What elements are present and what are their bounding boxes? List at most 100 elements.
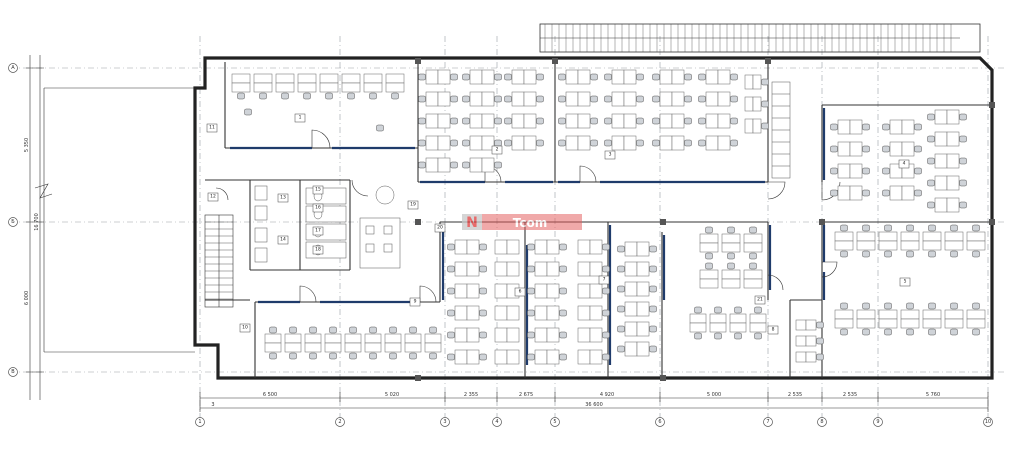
desk (425, 91, 439, 107)
desk (717, 69, 731, 85)
svg-text:9: 9 (876, 419, 879, 425)
room-number: 18 (315, 247, 321, 253)
desk (437, 69, 451, 85)
desk (304, 333, 322, 344)
chair (840, 328, 848, 336)
chair (462, 161, 470, 169)
desk (966, 231, 986, 242)
chair (349, 326, 357, 334)
chair (559, 287, 567, 295)
chair (269, 326, 277, 334)
chair (816, 337, 824, 345)
desk (466, 261, 480, 277)
desk (795, 351, 807, 363)
dimension-label: 2 535 (843, 392, 857, 398)
desk (671, 113, 685, 129)
svg-text:4: 4 (495, 419, 498, 425)
desk (834, 240, 854, 251)
dimension-label: 5 760 (926, 392, 940, 398)
dimension-label: 4 920 (600, 392, 614, 398)
desk (364, 342, 382, 353)
chair (761, 100, 769, 108)
room-tag-r16: 16 (312, 203, 324, 213)
chair (289, 326, 297, 334)
chair (862, 123, 870, 131)
desk (837, 119, 851, 135)
chair (409, 326, 417, 334)
chair (369, 326, 377, 334)
chair (504, 139, 512, 147)
chair (303, 92, 311, 100)
chair (559, 265, 567, 273)
desk (424, 342, 442, 353)
desk (752, 96, 762, 112)
axis-bubble: 7 (763, 417, 773, 427)
desk (611, 135, 625, 151)
chair (259, 92, 267, 100)
desk (546, 305, 560, 321)
chair (698, 139, 706, 147)
desk (577, 349, 591, 365)
chair (636, 73, 644, 81)
chair (652, 139, 660, 147)
room-number: 17 (315, 228, 321, 234)
desk (805, 335, 817, 347)
desk (900, 240, 920, 251)
desk (469, 157, 483, 173)
svg-text:N: N (466, 215, 478, 231)
desk (856, 231, 876, 242)
desk (889, 141, 903, 157)
room-number: 6 (519, 289, 522, 295)
axis-bubble: 10 (983, 417, 993, 427)
desk (705, 69, 719, 85)
desk (944, 240, 964, 251)
dimension-label: 5 000 (707, 392, 721, 398)
desk (659, 69, 673, 85)
axis-bubble: 3 (440, 417, 450, 427)
chair (329, 326, 337, 334)
desk (231, 73, 251, 84)
desk (636, 261, 650, 277)
desk (425, 69, 439, 85)
room-tag-r18: 18 (312, 245, 324, 255)
chair (558, 139, 566, 147)
desk (481, 135, 495, 151)
desk (744, 118, 754, 134)
desk (511, 91, 525, 107)
desk (671, 135, 685, 151)
desk (344, 342, 362, 353)
chair (347, 92, 355, 100)
desk (577, 305, 591, 321)
desk (284, 342, 302, 353)
desk (454, 283, 468, 299)
chair (602, 331, 610, 339)
desk (546, 239, 560, 255)
room-tag-r9: 9 (409, 297, 421, 307)
desk (834, 309, 854, 320)
dimension-total: 36 600 (585, 402, 603, 408)
dimension-label: 5 020 (385, 392, 399, 398)
chair (684, 73, 692, 81)
room-number: 9 (414, 299, 417, 305)
desk (717, 91, 731, 107)
chair (504, 73, 512, 81)
desk (689, 322, 707, 333)
chair (734, 306, 742, 314)
desk (577, 113, 591, 129)
chair (269, 352, 277, 360)
chair (617, 265, 625, 273)
chair (418, 73, 426, 81)
desk (231, 82, 251, 93)
desk (834, 231, 854, 242)
chair (604, 73, 612, 81)
chair (309, 352, 317, 360)
desk (469, 69, 483, 85)
axis-bubble: 1 (195, 417, 205, 427)
desk (889, 185, 903, 201)
desk (534, 349, 548, 365)
desk (834, 318, 854, 329)
chair (447, 265, 455, 273)
desk (577, 239, 591, 255)
chair (617, 245, 625, 253)
